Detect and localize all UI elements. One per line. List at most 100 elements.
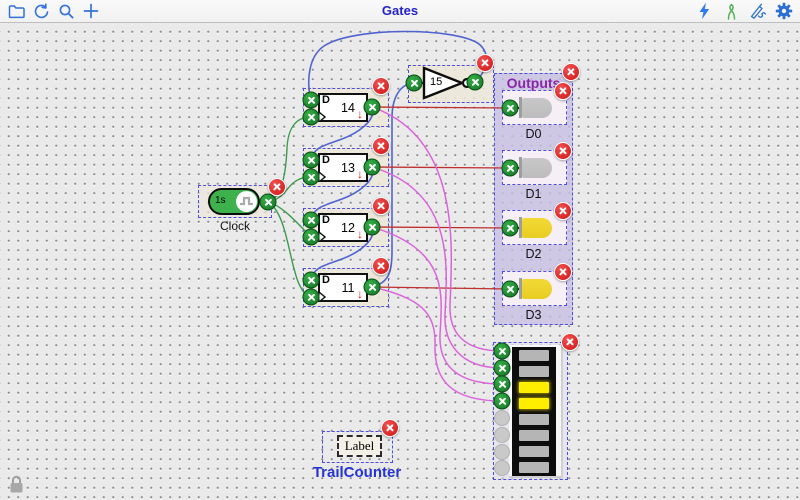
led-d1-delete-button[interactable] [554,142,572,160]
bar-segments [493,342,568,480]
ff14-component[interactable]: D 14 ↓ [302,77,390,127]
bar-display-delete-button[interactable] [561,333,579,351]
ff11-edge-indicator: ↓ [357,287,363,301]
reload-icon[interactable] [32,2,50,20]
led-d1-component[interactable] [501,142,572,185]
outputs-group-delete-button[interactable] [562,63,580,81]
clock-component[interactable]: 1s [198,178,286,218]
ff12-component[interactable]: D 12 ↓ [302,197,390,247]
led-d2-component[interactable] [501,202,572,245]
lock-icon[interactable] [8,474,25,499]
label-component[interactable]: Label [322,419,399,463]
settings-gear-icon[interactable] [775,2,793,20]
folder-icon[interactable] [7,2,25,20]
clock-wedge-icon [318,292,326,302]
bar-segment-2-on [519,382,549,393]
search-icon[interactable] [57,2,75,20]
clock-interval: 1s [215,195,226,206]
led-d3-delete-button[interactable] [554,263,572,281]
circuit-canvas[interactable] [0,23,800,500]
clock-body[interactable]: 1s [208,188,260,215]
led-d0-component[interactable] [501,82,572,125]
bar-segment-6-off [519,446,549,457]
bar-segment-3-on [519,398,549,409]
bar-input-port-6-unconnected[interactable] [494,444,510,460]
led-d1-lamp [522,158,552,178]
ff13-component[interactable]: D 13 ↓ [302,137,390,187]
ff13-edge-indicator: ↓ [357,167,363,181]
led-flange [519,278,522,299]
led-flange [519,97,522,118]
clock-wedge-icon [318,232,326,242]
ff14-output-port[interactable] [363,98,381,116]
ff11-output-port[interactable] [363,278,381,296]
led-d3-lamp [522,279,552,299]
ff11-d-input-port[interactable] [302,271,320,289]
clock-output-port[interactable] [259,193,277,211]
outputs-group[interactable]: Outputs D0 D1 D2 D3 [494,63,580,325]
not-output-port[interactable] [466,73,484,91]
led-d3-label: D3 [525,308,542,322]
bar-segment-4-off [519,414,549,425]
not-gate-component[interactable]: 15 [405,54,494,103]
not-delete-button[interactable] [476,54,494,72]
pliers-icon[interactable] [722,2,740,20]
led-d0-label: D0 [525,127,542,141]
bar-input-port-1[interactable] [493,359,511,377]
outputs-group-title: Outputs [506,75,561,91]
label-selection [322,431,393,463]
bar-display-component[interactable] [493,333,579,480]
led-flange [519,157,522,178]
led-d0-input-port[interactable] [501,99,519,117]
bar-input-port-2[interactable] [493,375,511,393]
toolbar: Gates [0,0,800,23]
ff12-delete-button[interactable] [372,197,390,215]
led-d2-label: D2 [525,247,542,261]
window-title: Gates [381,3,419,18]
led-d1-label: D1 [525,187,542,201]
led-d2-input-port[interactable] [501,219,519,237]
power-bolt-icon[interactable] [695,2,713,20]
ff14-delete-button[interactable] [372,77,390,95]
clock-wedge-icon [318,172,326,182]
ff13-clk-input-port[interactable] [302,168,320,186]
ff12-clk-input-port[interactable] [302,228,320,246]
led-flange [519,217,522,238]
ff11-clk-input-port[interactable] [302,288,320,306]
led-d0-lamp [522,98,552,118]
not-gate-value: 15 [430,76,443,88]
led-d1-input-port[interactable] [501,159,519,177]
ff14-d-input-port[interactable] [302,91,320,109]
bar-input-port-3[interactable] [493,392,511,410]
led-d2-delete-button[interactable] [554,202,572,220]
ff11-delete-button[interactable] [372,257,390,275]
clock-delete-button[interactable] [268,178,286,196]
led-d0-delete-button[interactable] [554,82,572,100]
led-d2-lamp [522,218,552,238]
bar-input-port-5-unconnected[interactable] [494,427,510,443]
ff13-delete-button[interactable] [372,137,390,155]
ff12-output-port[interactable] [363,218,381,236]
bar-input-port-7-unconnected[interactable] [494,460,510,476]
ff12-edge-indicator: ↓ [357,227,363,241]
bar-input-port-4-unconnected[interactable] [494,410,510,426]
ff14-clk-input-port[interactable] [302,108,320,126]
add-icon[interactable] [82,2,100,20]
ff13-output-port[interactable] [363,158,381,176]
clock-wedge-icon [318,112,326,122]
square-wave-icon [240,196,253,205]
ff11-component[interactable]: D 11 ↓ [302,257,390,307]
not-input-port[interactable] [405,74,423,92]
probe-icon[interactable] [749,2,767,20]
label-caption: TrailCounter [312,464,402,481]
label-box[interactable]: Label [337,435,382,457]
led-d3-input-port[interactable] [501,280,519,298]
bar-segment-7-off [519,462,549,473]
ff14-edge-indicator: ↓ [357,107,363,121]
label-delete-button[interactable] [381,419,399,437]
led-d3-component[interactable] [501,263,572,306]
bar-input-port-0[interactable] [493,342,511,360]
bar-segment-1-off [519,366,549,377]
ff12-d-input-port[interactable] [302,211,320,229]
ff13-d-input-port[interactable] [302,151,320,169]
